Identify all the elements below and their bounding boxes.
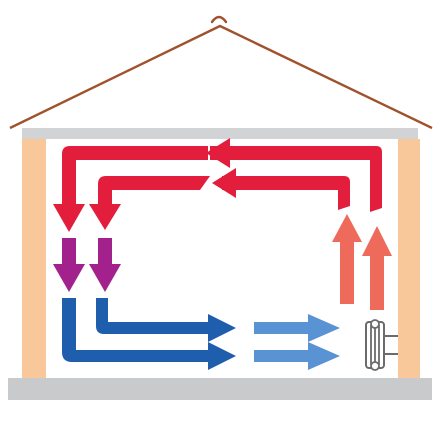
fresh-air-flow xyxy=(254,314,340,370)
cooling-air-right-body xyxy=(98,238,112,266)
hot-air-lower-down-arrowhead xyxy=(89,204,121,230)
hot-air-upper-down-arrowhead xyxy=(53,204,85,232)
cold-air-lower-body xyxy=(62,298,208,362)
hot-air-lower-arrowhead xyxy=(212,168,236,198)
roof-outline xyxy=(9,24,433,130)
cold-air-upper-arrowhead xyxy=(208,314,236,342)
roof-hook-icon xyxy=(210,15,228,24)
warm-air-right-body xyxy=(370,254,384,310)
fresh-air-lower-arrowhead xyxy=(308,342,340,370)
left-wall xyxy=(22,139,46,378)
cooling-air-right-arrowhead xyxy=(89,264,121,292)
floor xyxy=(8,378,432,400)
cold-air-lower-arrowhead xyxy=(208,342,236,370)
ceiling xyxy=(22,128,418,139)
roof xyxy=(9,15,433,130)
radiator-valve-bottom xyxy=(370,361,380,371)
radiator-icon xyxy=(365,319,398,371)
warm-air-left-arrowhead xyxy=(332,214,362,242)
warm-air-left-body xyxy=(340,240,354,304)
fresh-air-lower-body xyxy=(254,350,308,362)
cooling-air-flow xyxy=(53,238,121,292)
fresh-air-upper-arrowhead xyxy=(308,314,340,342)
warm-air-rising-flow xyxy=(332,214,392,310)
hot-air-lower-arrow-body xyxy=(222,176,350,210)
fresh-air-upper-body xyxy=(254,322,308,334)
radiator-valve-top xyxy=(370,319,380,329)
cooling-air-left-arrowhead xyxy=(53,264,85,292)
cooling-air-left-body xyxy=(62,238,76,266)
hot-air-lower-flow xyxy=(89,168,350,230)
right-wall xyxy=(398,139,420,378)
cold-air-flow xyxy=(62,298,236,370)
warm-air-right-arrowhead xyxy=(362,226,392,256)
hot-air-lower-down-body xyxy=(98,176,210,206)
hot-air-upper-down-body xyxy=(62,146,200,204)
cold-air-upper-body xyxy=(96,298,208,334)
hot-air-upper-flow xyxy=(53,138,382,232)
hot-air-upper-arrowhead xyxy=(206,138,230,168)
